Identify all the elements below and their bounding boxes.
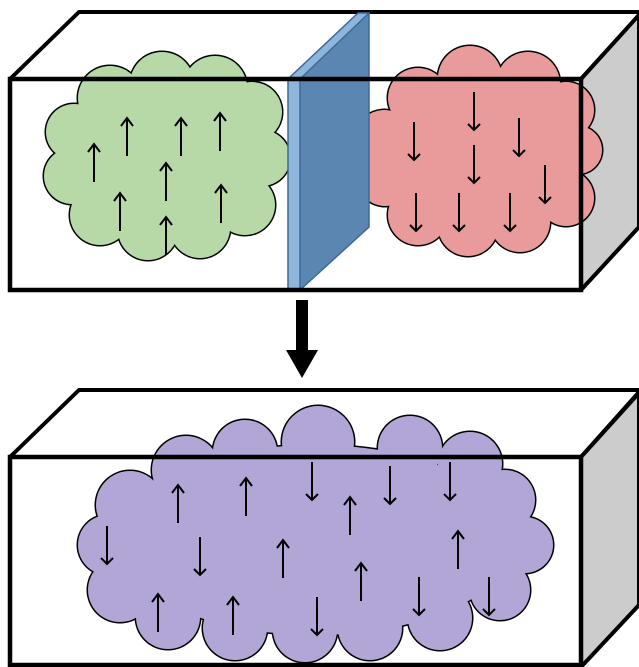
up-arrow-icon bbox=[159, 161, 173, 201]
down-arrow-icon bbox=[512, 118, 526, 158]
up-arrow-icon bbox=[113, 191, 127, 231]
up-arrow-icon bbox=[343, 495, 357, 535]
bottom-box-front-face bbox=[7, 454, 584, 667]
down-arrow-icon bbox=[467, 92, 481, 132]
up-arrow-icon bbox=[451, 529, 465, 569]
down-arrow-icon bbox=[407, 122, 421, 162]
up-arrow-icon bbox=[171, 483, 185, 523]
down-arrow-icon bbox=[482, 577, 496, 617]
down-arrow-icon bbox=[286, 300, 318, 378]
spin-up-gas-cloud bbox=[42, 50, 292, 262]
transition-arrow bbox=[286, 300, 318, 378]
down-arrow-icon bbox=[383, 466, 397, 506]
spin-up-arrows bbox=[87, 111, 228, 255]
up-arrow-icon bbox=[213, 111, 227, 151]
down-arrow-icon bbox=[305, 462, 319, 502]
spin-down-arrows bbox=[407, 92, 552, 233]
up-arrow-icon bbox=[214, 183, 228, 223]
up-arrow-icon bbox=[354, 561, 368, 601]
up-arrow-icon bbox=[174, 116, 188, 156]
down-arrow-icon bbox=[452, 193, 466, 233]
up-arrow-icon bbox=[276, 538, 290, 578]
down-arrow-icon bbox=[193, 537, 207, 577]
down-arrow-icon bbox=[409, 193, 423, 233]
down-arrow-icon bbox=[310, 597, 324, 637]
mixed-gas-cloud bbox=[76, 404, 555, 664]
partition-top-edge bbox=[288, 13, 369, 79]
up-arrow-icon bbox=[239, 476, 253, 516]
down-arrow-icon bbox=[503, 193, 517, 233]
up-arrow-icon bbox=[151, 592, 165, 632]
up-arrow-icon bbox=[159, 215, 173, 255]
up-arrow-icon bbox=[120, 116, 134, 156]
up-arrow-icon bbox=[226, 595, 240, 635]
down-arrow-icon bbox=[443, 462, 457, 502]
partition-side-face bbox=[288, 79, 300, 290]
partition-front-face bbox=[300, 13, 369, 290]
spin-down-gas-cloud bbox=[354, 44, 604, 258]
mixed-spin-arrows bbox=[100, 462, 496, 637]
down-arrow-icon bbox=[467, 145, 481, 185]
top-box-front-face bbox=[7, 76, 584, 293]
down-arrow-icon bbox=[538, 165, 552, 205]
up-arrow-icon bbox=[87, 142, 101, 182]
down-arrow-icon bbox=[100, 526, 114, 566]
down-arrow-icon bbox=[412, 577, 426, 617]
